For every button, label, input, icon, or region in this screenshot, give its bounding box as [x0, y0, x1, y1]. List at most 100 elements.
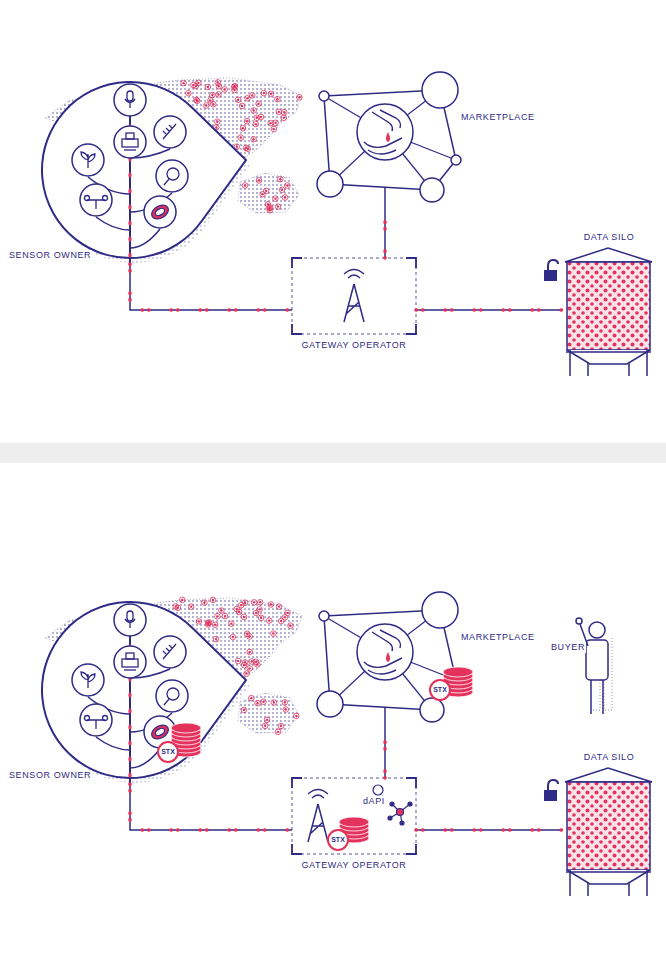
anemometer — [87, 200, 105, 209]
lock-body — [544, 270, 557, 281]
sensor-dot — [212, 103, 214, 105]
sensor-dot — [240, 136, 242, 138]
sensor-dot — [283, 111, 285, 113]
sensor-ring — [242, 183, 248, 189]
sensor-dot — [243, 616, 245, 618]
sensor-ring — [241, 614, 247, 620]
cup — [103, 196, 108, 201]
sensor-dot — [265, 190, 267, 192]
sensor-dot — [272, 632, 274, 634]
sensor-dot — [232, 636, 234, 638]
sensor-dot — [215, 638, 217, 640]
sensor-ring — [215, 614, 221, 620]
sensor-ring — [241, 707, 247, 713]
sensor-ring — [275, 729, 281, 735]
sensor-dot — [266, 719, 268, 721]
dapi-dot — [408, 802, 412, 806]
sensor-ring — [278, 723, 284, 729]
sensor-ring — [283, 707, 289, 713]
sensor-ring — [244, 118, 250, 124]
sensor-dot — [256, 702, 258, 704]
sensor-dot — [246, 120, 248, 122]
link-beads — [130, 264, 292, 310]
printer-top — [126, 133, 134, 139]
sensor-ring — [196, 80, 202, 86]
sensor-ring — [267, 205, 273, 211]
data-drop — [386, 132, 390, 142]
sensor-ring — [212, 622, 218, 628]
sensor-ring — [275, 204, 281, 210]
sensor-ring — [282, 195, 288, 201]
sensor-dot — [256, 117, 258, 119]
data-link — [385, 208, 386, 258]
sensor-icon — [164, 688, 179, 705]
sensor-dot — [212, 599, 214, 601]
dapi-dot — [388, 816, 392, 820]
sensor-ring — [242, 600, 248, 606]
sensor-ring — [297, 95, 303, 101]
sensor-dot — [246, 97, 248, 99]
sensor-dot — [285, 708, 287, 710]
coin-label: STX — [433, 686, 447, 694]
dapi-network — [388, 802, 412, 825]
oval-inner — [154, 207, 166, 217]
coin — [171, 723, 201, 733]
printer-base — [124, 669, 136, 670]
gateway-dashed — [292, 258, 416, 334]
buyer-figure: BUYER — [548, 615, 618, 715]
sensor-dot — [220, 609, 222, 611]
sensor-dot — [218, 85, 220, 87]
sensor-dot — [274, 197, 276, 199]
sensor-ring — [268, 602, 274, 608]
sensor-owner-bubble: SENSOR OWNER — [6, 80, 222, 264]
sensor-bubble — [42, 602, 246, 778]
sensor-ring — [278, 618, 284, 624]
sensor-ring — [253, 121, 259, 127]
buyer-legs — [591, 680, 603, 714]
gateway-box — [292, 778, 416, 854]
sensor-dot — [278, 111, 280, 113]
sensor-dot — [269, 206, 271, 208]
sensor-ring — [261, 699, 267, 705]
sensor-dot — [233, 89, 235, 91]
sensor-dot — [261, 193, 263, 195]
node-label: SENSOR OWNER — [8, 770, 92, 781]
data-silo: DATA SILO — [563, 232, 655, 378]
plant — [81, 152, 95, 168]
dapi-links — [390, 804, 410, 823]
sensor-dot — [278, 605, 280, 607]
printer-top — [126, 653, 134, 659]
gauge-stem — [164, 699, 169, 705]
sensor-dot — [274, 122, 276, 124]
sensor-dot — [258, 179, 260, 181]
hand-lower — [364, 138, 402, 154]
sensor-icon-circle — [114, 604, 146, 636]
node-label: MARKETPLACE — [460, 632, 536, 643]
sensor-icon — [149, 202, 171, 221]
network-node — [451, 155, 461, 165]
hand-upper — [372, 630, 401, 651]
sensor-dot — [284, 196, 286, 198]
sensor-ring — [261, 90, 267, 96]
anemometer — [87, 720, 105, 729]
sensor-icon-circle — [144, 196, 176, 228]
sensor-dot — [264, 725, 266, 727]
sensor-icon-circle — [80, 184, 112, 216]
sensor-dot — [273, 128, 275, 130]
sensor-icon-circle — [72, 664, 104, 696]
sensor-ring — [188, 604, 194, 610]
network-node — [422, 72, 458, 108]
coin-face — [430, 680, 450, 700]
sensor-dot — [286, 612, 288, 614]
sensor-ring — [238, 135, 244, 141]
dapi-dot — [390, 802, 394, 806]
sensor-ring — [275, 96, 281, 102]
sensor-dot — [255, 612, 257, 614]
sensor-dot — [284, 701, 286, 703]
cup — [85, 196, 90, 201]
sensor-ring — [267, 205, 273, 211]
sensor-dot — [281, 189, 283, 191]
marketplace-network: MARKETPLACE — [312, 588, 537, 728]
